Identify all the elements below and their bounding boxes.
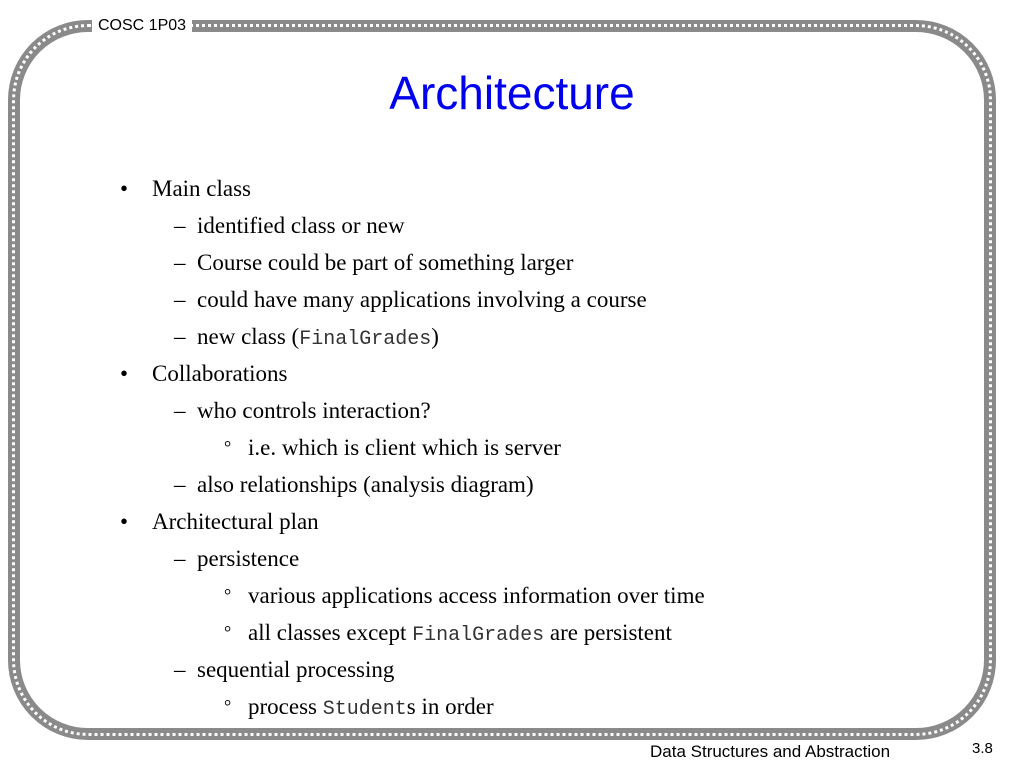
text-run: ) [431,324,439,349]
text-run: Main class [152,176,252,201]
bullet-marker: • [120,176,129,201]
bullet-marker: – [174,546,186,571]
bullet-text: various applications access information … [248,583,705,609]
text-run: Collaborations [152,361,288,386]
bullet-marker: – [174,324,186,349]
bullet-text: i.e. which is client which is server [248,435,561,461]
bullet-text: process Students in order [248,694,494,721]
bullet-text: identified class or new [197,213,405,239]
bullet-text: persistence [197,546,299,572]
text-run: also relationships (analysis diagram) [197,472,534,497]
bullet-marker: – [174,287,186,312]
bullet-marker: – [174,398,186,423]
slide-title: Architecture [389,67,635,119]
text-run: i.e. which is client which is server [248,435,561,460]
bullet-text: Collaborations [152,361,287,387]
bullet-text: also relationships (analysis diagram) [197,472,534,498]
bullet-text: all classes except FinalGrades are persi… [248,620,672,647]
bullet-text: sequential processing [197,657,394,683]
text-run: sequential processing [197,657,395,682]
bullet-marker: – [174,657,186,682]
code-term: FinalGrades [412,624,545,647]
bullet-marker: – [174,472,186,497]
text-run: Architectural plan [152,509,319,534]
bullet-marker: • [120,361,129,386]
bullet-text: who controls interaction? [197,398,431,424]
text-run: are persistent [544,620,672,645]
text-run: new class ( [197,324,300,349]
footer-subject: Data Structures and Abstraction [640,742,901,762]
text-run: identified class or new [197,213,405,238]
code-term: FinalGrades [299,328,432,351]
text-run: Course could be part of something larger [197,250,574,275]
bullet-text: Course could be part of something larger [197,250,573,276]
bullet-text: Main class [152,176,251,202]
bullet-marker: – [174,213,186,238]
text-run: all classes except [248,620,413,645]
text-run: could have many applications involving a… [197,287,647,312]
text-run: process [248,694,323,719]
bullet-text: Architectural plan [152,509,319,535]
bullet-marker: ° [224,622,232,642]
bullet-marker: ° [224,585,232,605]
course-code: COSC 1P03 [92,17,193,35]
page-number: 3.8 [962,740,1003,757]
text-run: persistence [197,546,300,571]
text-run: s in order [406,694,494,719]
bullet-text: could have many applications involving a… [197,287,647,313]
text-run: various applications access information … [248,583,705,608]
text-run: who controls interaction? [197,398,431,423]
code-term: Student [322,698,407,721]
bullet-marker: • [120,509,129,534]
bullet-marker: ° [224,696,232,716]
slide-frame-pattern [12,24,992,736]
bullet-marker: – [174,250,186,275]
bullet-text: new class (FinalGrades) [197,324,439,351]
bullet-marker: ° [224,437,232,457]
